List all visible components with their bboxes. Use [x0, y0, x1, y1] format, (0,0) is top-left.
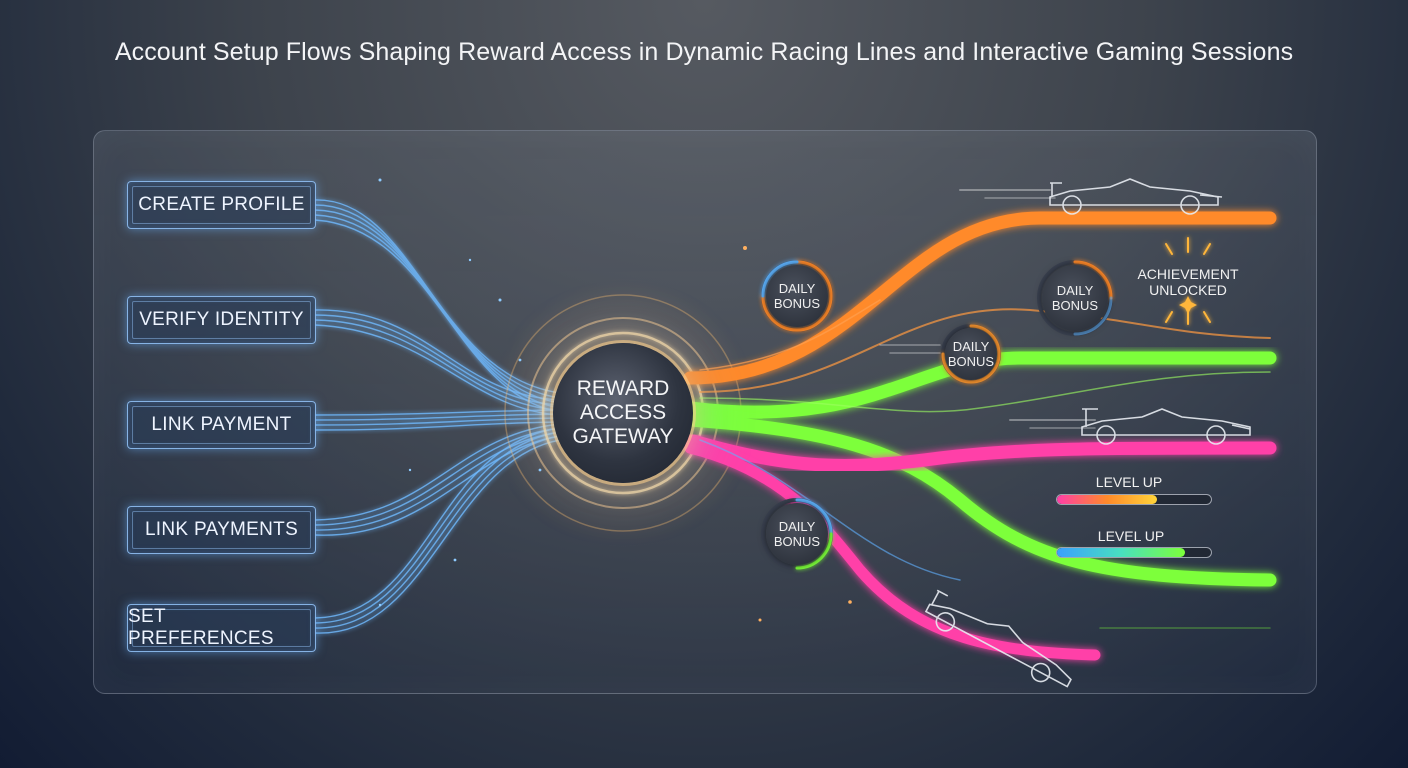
badge-line2: BONUS	[947, 354, 995, 369]
badge-line2: BONUS	[1051, 298, 1099, 313]
race-car-icon	[1049, 178, 1223, 215]
speed-streaks	[879, 189, 1271, 629]
step-label: CREATE PROFILE	[138, 194, 305, 215]
level-up-label: LEVEL UP	[1097, 528, 1165, 544]
step-create-profile[interactable]: CREATE PROFILE	[127, 181, 316, 229]
green-line-lower	[683, 413, 1277, 587]
level-up-progress-fill	[1057, 548, 1185, 557]
level-up-progress-bar	[1056, 547, 1212, 558]
sparkle-icon	[1165, 237, 1211, 325]
badge-line2: BONUS	[773, 296, 821, 311]
level-up-progress-bar	[1056, 494, 1212, 505]
badge-line2: BONUS	[773, 534, 821, 549]
orange-line-thin	[699, 308, 1271, 393]
pink-line	[683, 433, 1277, 472]
orange-line	[683, 211, 1277, 385]
hub-label-line2: ACCESS	[579, 401, 667, 424]
achievement-line2: UNLOCKED	[1149, 282, 1227, 298]
race-car-icon	[924, 589, 1072, 688]
particle-dots-warm	[743, 246, 852, 622]
badge-line1: DAILY	[952, 339, 990, 354]
daily-bonus-badge[interactable]: DAILY BONUS	[945, 328, 997, 380]
step-label: LINK PAYMENT	[151, 414, 292, 435]
hub-label-line1: REWARD	[576, 377, 670, 400]
step-link-payments[interactable]: LINK PAYMENTS	[127, 506, 316, 554]
achievement-unlocked: ACHIEVEMENT UNLOCKED	[1128, 266, 1248, 298]
step-label: SET PREFERENCES	[128, 606, 274, 649]
green-thin	[699, 371, 1271, 413]
badge-line1: DAILY	[778, 519, 816, 534]
level-up-label: LEVEL UP	[1095, 474, 1163, 490]
output-lines	[683, 211, 1277, 661]
daily-bonus-badge[interactable]: DAILY BONUS	[766, 265, 828, 327]
badge-rings	[761, 260, 1113, 570]
daily-bonus-badge[interactable]: DAILY BONUS	[766, 503, 828, 565]
step-link-payment[interactable]: LINK PAYMENT	[127, 401, 316, 449]
badge-line1: DAILY	[778, 281, 816, 296]
step-label: LINK PAYMENTS	[144, 519, 299, 540]
race-car-icon	[1081, 408, 1251, 445]
step-label: VERIFY IDENTITY	[139, 309, 304, 330]
reward-access-gateway[interactable]: REWARD ACCESS GATEWAY	[553, 343, 693, 483]
daily-bonus-badge[interactable]: DAILY BONUS	[1042, 265, 1108, 331]
badge-line1: DAILY	[1056, 283, 1094, 298]
step-verify-identity[interactable]: VERIFY IDENTITY	[127, 296, 316, 344]
hub-label-line3: GATEWAY	[572, 425, 674, 448]
blue-thin	[699, 439, 961, 581]
page-title: Account Setup Flows Shaping Reward Acces…	[114, 38, 1294, 66]
pink-line-lower	[684, 442, 1101, 661]
orange-thin-2	[699, 299, 881, 371]
achievement-line1: ACHIEVEMENT	[1137, 266, 1239, 282]
step-set-preferences[interactable]: SET PREFERENCES	[127, 604, 316, 652]
particle-dots	[378, 178, 542, 607]
level-up-progress-fill	[1057, 495, 1158, 504]
